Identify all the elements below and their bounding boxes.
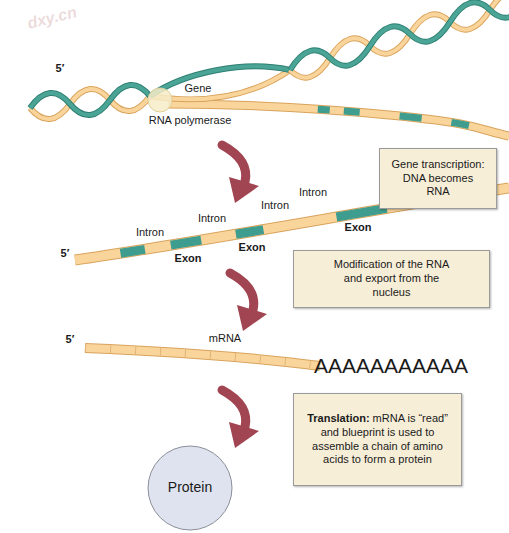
- intron-label: Intron: [198, 212, 226, 225]
- polymerase-symbol: [148, 88, 172, 112]
- box-heading: Gene transcription: DNA becomes RNA: [392, 158, 485, 198]
- process-arrow-head: [237, 305, 267, 331]
- intron-label: Intron: [261, 199, 289, 212]
- box-text: Protein: [168, 479, 212, 497]
- dna-strand: [30, 85, 150, 115]
- dna-strand-outline: [30, 85, 150, 115]
- strand-end-label: 5′: [56, 62, 65, 75]
- mrna-outline: [85, 348, 320, 366]
- dna-strand-outline: [290, 0, 509, 70]
- watermark: dxy.cn: [25, 2, 78, 33]
- strand-end-label: 5′: [66, 333, 75, 346]
- intron-label: Intron: [136, 226, 164, 239]
- process-arrow-shaft: [222, 145, 246, 182]
- product-circle: Protein: [147, 445, 233, 531]
- process-arrow-shaft: [222, 390, 246, 427]
- box-text: Modification of the RNA and export from …: [324, 258, 459, 299]
- box-text: Translation: mRNA is “read” and blueprin…: [304, 412, 451, 467]
- dna-strand-outline: [150, 66, 290, 96]
- mrna-label: mRNA: [209, 332, 241, 345]
- intron-label: Intron: [299, 186, 327, 199]
- enzyme-label: RNA polymerase: [149, 114, 232, 127]
- box-heading: Protein: [168, 479, 212, 495]
- gene-label: Gene: [185, 82, 212, 95]
- exon-label: Exon: [175, 252, 202, 265]
- box-text: Gene transcription: DNA becomes RNA: [390, 158, 486, 199]
- process-arrow-head: [229, 422, 259, 448]
- process-box: Translation: mRNA is “read” and blueprin…: [293, 393, 462, 486]
- dna-strand: [290, 0, 509, 78]
- circle-shape: [148, 446, 232, 530]
- codon-dividers: [85, 348, 320, 366]
- poly-a-tail: AAAAAAAAAAA: [314, 353, 468, 378]
- dna-strand: [150, 66, 290, 96]
- box-heading: Translation:: [307, 412, 369, 424]
- strand-end-label: 5′: [61, 247, 70, 260]
- process-arrow-shaft: [230, 273, 254, 310]
- dna-strand: [290, 0, 509, 70]
- exon-label: Exon: [239, 241, 266, 254]
- process-box: Gene transcription: DNA becomes RNA: [379, 148, 497, 209]
- process-arrow-head: [229, 177, 259, 203]
- dna-strand-outline: [290, 0, 509, 78]
- mrna-band: [85, 348, 320, 366]
- box-heading: Modification of the RNA and export from …: [334, 258, 450, 298]
- exon-label: Exon: [345, 221, 372, 234]
- process-box: Modification of the RNA and export from …: [293, 250, 490, 308]
